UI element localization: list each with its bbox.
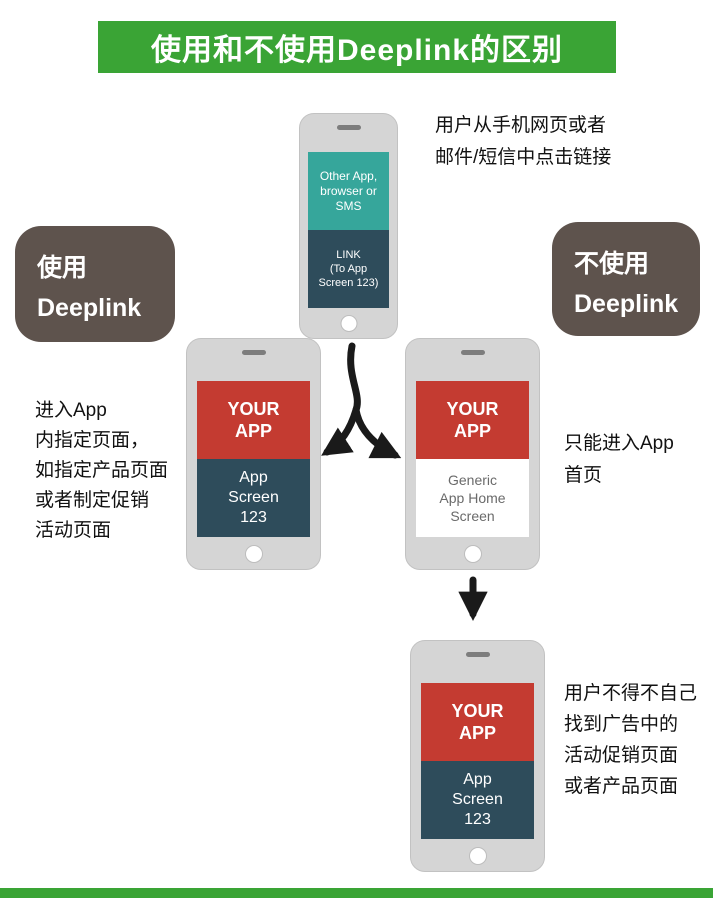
use-deeplink-label-line1: 使用 [37, 254, 88, 282]
app-screen-123-box: App Screen 123 [197, 459, 310, 537]
deeplink-phone-screen: YOUR APP App Screen 123 [197, 381, 310, 537]
no-deeplink-bubble: 不使用 Deeplink [552, 222, 700, 336]
no-deeplink-label-line1: 不使用 [574, 250, 650, 278]
phone-home-button [244, 545, 263, 563]
source-phone-screen: Other App, browser or SMS LINK (To App S… [308, 152, 389, 308]
use-deeplink-label-line2: Deeplink [37, 294, 142, 322]
no-deeplink-result-note: 只能进入App 首页 [564, 433, 674, 486]
phone-speaker [465, 652, 490, 657]
no-deeplink-phone-screen: YOUR APP Generic App Home Screen [416, 381, 529, 537]
your-app-box: YOUR APP [197, 381, 310, 459]
phone-home-button [468, 847, 487, 865]
phone-home-button [340, 315, 357, 332]
link-box: LINK (To App Screen 123) [308, 230, 389, 308]
phone-speaker [336, 125, 361, 130]
bottom-green-strip [0, 888, 713, 898]
app-screen-123-box: App Screen 123 [421, 761, 534, 839]
split-arrow [321, 342, 402, 459]
manual-find-phone-screen: YOUR APP App Screen 123 [421, 683, 534, 839]
no-deeplink-phone: YOUR APP Generic App Home Screen [405, 338, 540, 570]
deeplink-phone: YOUR APP App Screen 123 [186, 338, 321, 570]
phone-speaker [241, 350, 266, 355]
phone-home-button [463, 545, 482, 563]
no-deeplink-label-line2: Deeplink [574, 290, 679, 318]
page-title: 使用和不使用Deeplink的区别 [150, 34, 564, 67]
source-phone: Other App, browser or SMS LINK (To App S… [299, 113, 398, 339]
manual-find-note: 用户不得不自己 找到广告中的 活动促销页面 或者产品页面 [564, 683, 698, 797]
manual-find-phone: YOUR APP App Screen 123 [410, 640, 545, 872]
your-app-box: YOUR APP [416, 381, 529, 459]
top-note: 用户从手机网页或者 邮件/短信中点击链接 [435, 115, 612, 168]
use-deeplink-bubble: 使用 Deeplink [15, 226, 175, 342]
other-app-box: Other App, browser or SMS [308, 152, 389, 230]
phone-speaker [460, 350, 485, 355]
your-app-box: YOUR APP [421, 683, 534, 761]
deeplink-result-note: 进入App 内指定页面， 如指定产品页面 或者制定促销 活动页面 [35, 400, 169, 541]
generic-home-box: Generic App Home Screen [416, 459, 529, 537]
title-banner: 使用和不使用Deeplink的区别 [98, 21, 616, 73]
